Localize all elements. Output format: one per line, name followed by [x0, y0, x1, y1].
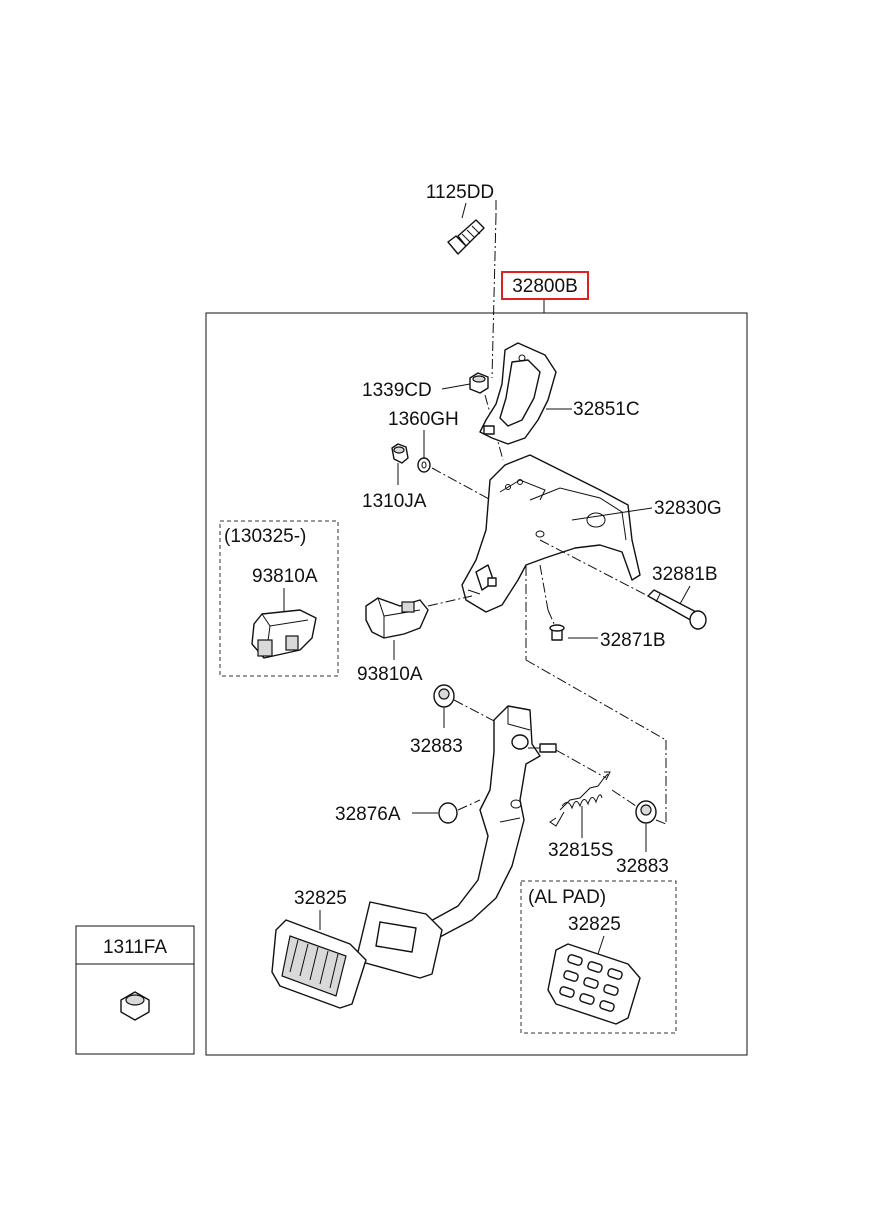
- label-32800B[interactable]: 32800B: [512, 276, 578, 297]
- label-32883-left[interactable]: 32883: [410, 736, 463, 757]
- pedal-pad-icon: [547, 943, 641, 1025]
- label-1360GH[interactable]: 1360GH: [388, 409, 459, 430]
- bushing-icon: [438, 802, 458, 824]
- bushing-icon: [433, 684, 455, 708]
- label-1125DD[interactable]: 1125DD: [426, 182, 494, 203]
- label-32830G[interactable]: 32830G: [654, 498, 722, 519]
- highlight-box-32800B: [501, 271, 589, 300]
- label-1310JA[interactable]: 1310JA: [362, 491, 427, 512]
- label-32876A[interactable]: 32876A: [335, 804, 401, 825]
- label-32815S[interactable]: 32815S: [548, 840, 614, 861]
- pedal-arm-icon: [417, 705, 557, 945]
- label-93810A-top[interactable]: 93810A: [252, 566, 318, 587]
- label-130325: (130325-): [224, 526, 306, 547]
- label-32881B[interactable]: 32881B: [652, 564, 718, 585]
- switch-icon: [251, 609, 317, 659]
- pin-icon: [647, 589, 707, 630]
- pedal-pad-icon: [357, 901, 443, 979]
- label-32825-left[interactable]: 32825: [294, 888, 347, 909]
- variant-box-130325: [219, 520, 339, 677]
- label-32825-right[interactable]: 32825: [568, 914, 621, 935]
- label-32851C[interactable]: 32851C: [573, 399, 640, 420]
- bolt-icon: [447, 219, 485, 255]
- spring-icon: [549, 771, 611, 827]
- bracket-icon: [479, 342, 557, 445]
- bracket-icon: [461, 454, 641, 613]
- washer-icon: [417, 457, 431, 473]
- pedal-pad-icon: [271, 919, 367, 1009]
- bushing-icon: [635, 800, 657, 824]
- switch-icon: [365, 597, 429, 639]
- nut-icon: [120, 991, 150, 1021]
- part-box-1311FA: 1311FA: [75, 925, 195, 1055]
- label-93810A-bottom[interactable]: 93810A: [357, 664, 423, 685]
- label-1339CD[interactable]: 1339CD: [362, 380, 432, 401]
- assembly-frame: [205, 312, 748, 1056]
- variant-box-al-pad: [520, 880, 677, 1034]
- nut-icon: [391, 443, 409, 464]
- label-1311FA[interactable]: 1311FA: [103, 937, 167, 958]
- label-al-pad: (AL PAD): [528, 887, 606, 908]
- nut-icon: [469, 372, 489, 394]
- bolt-icon: [549, 624, 565, 641]
- label-32871B[interactable]: 32871B: [600, 630, 666, 651]
- label-32883-right[interactable]: 32883: [616, 856, 669, 877]
